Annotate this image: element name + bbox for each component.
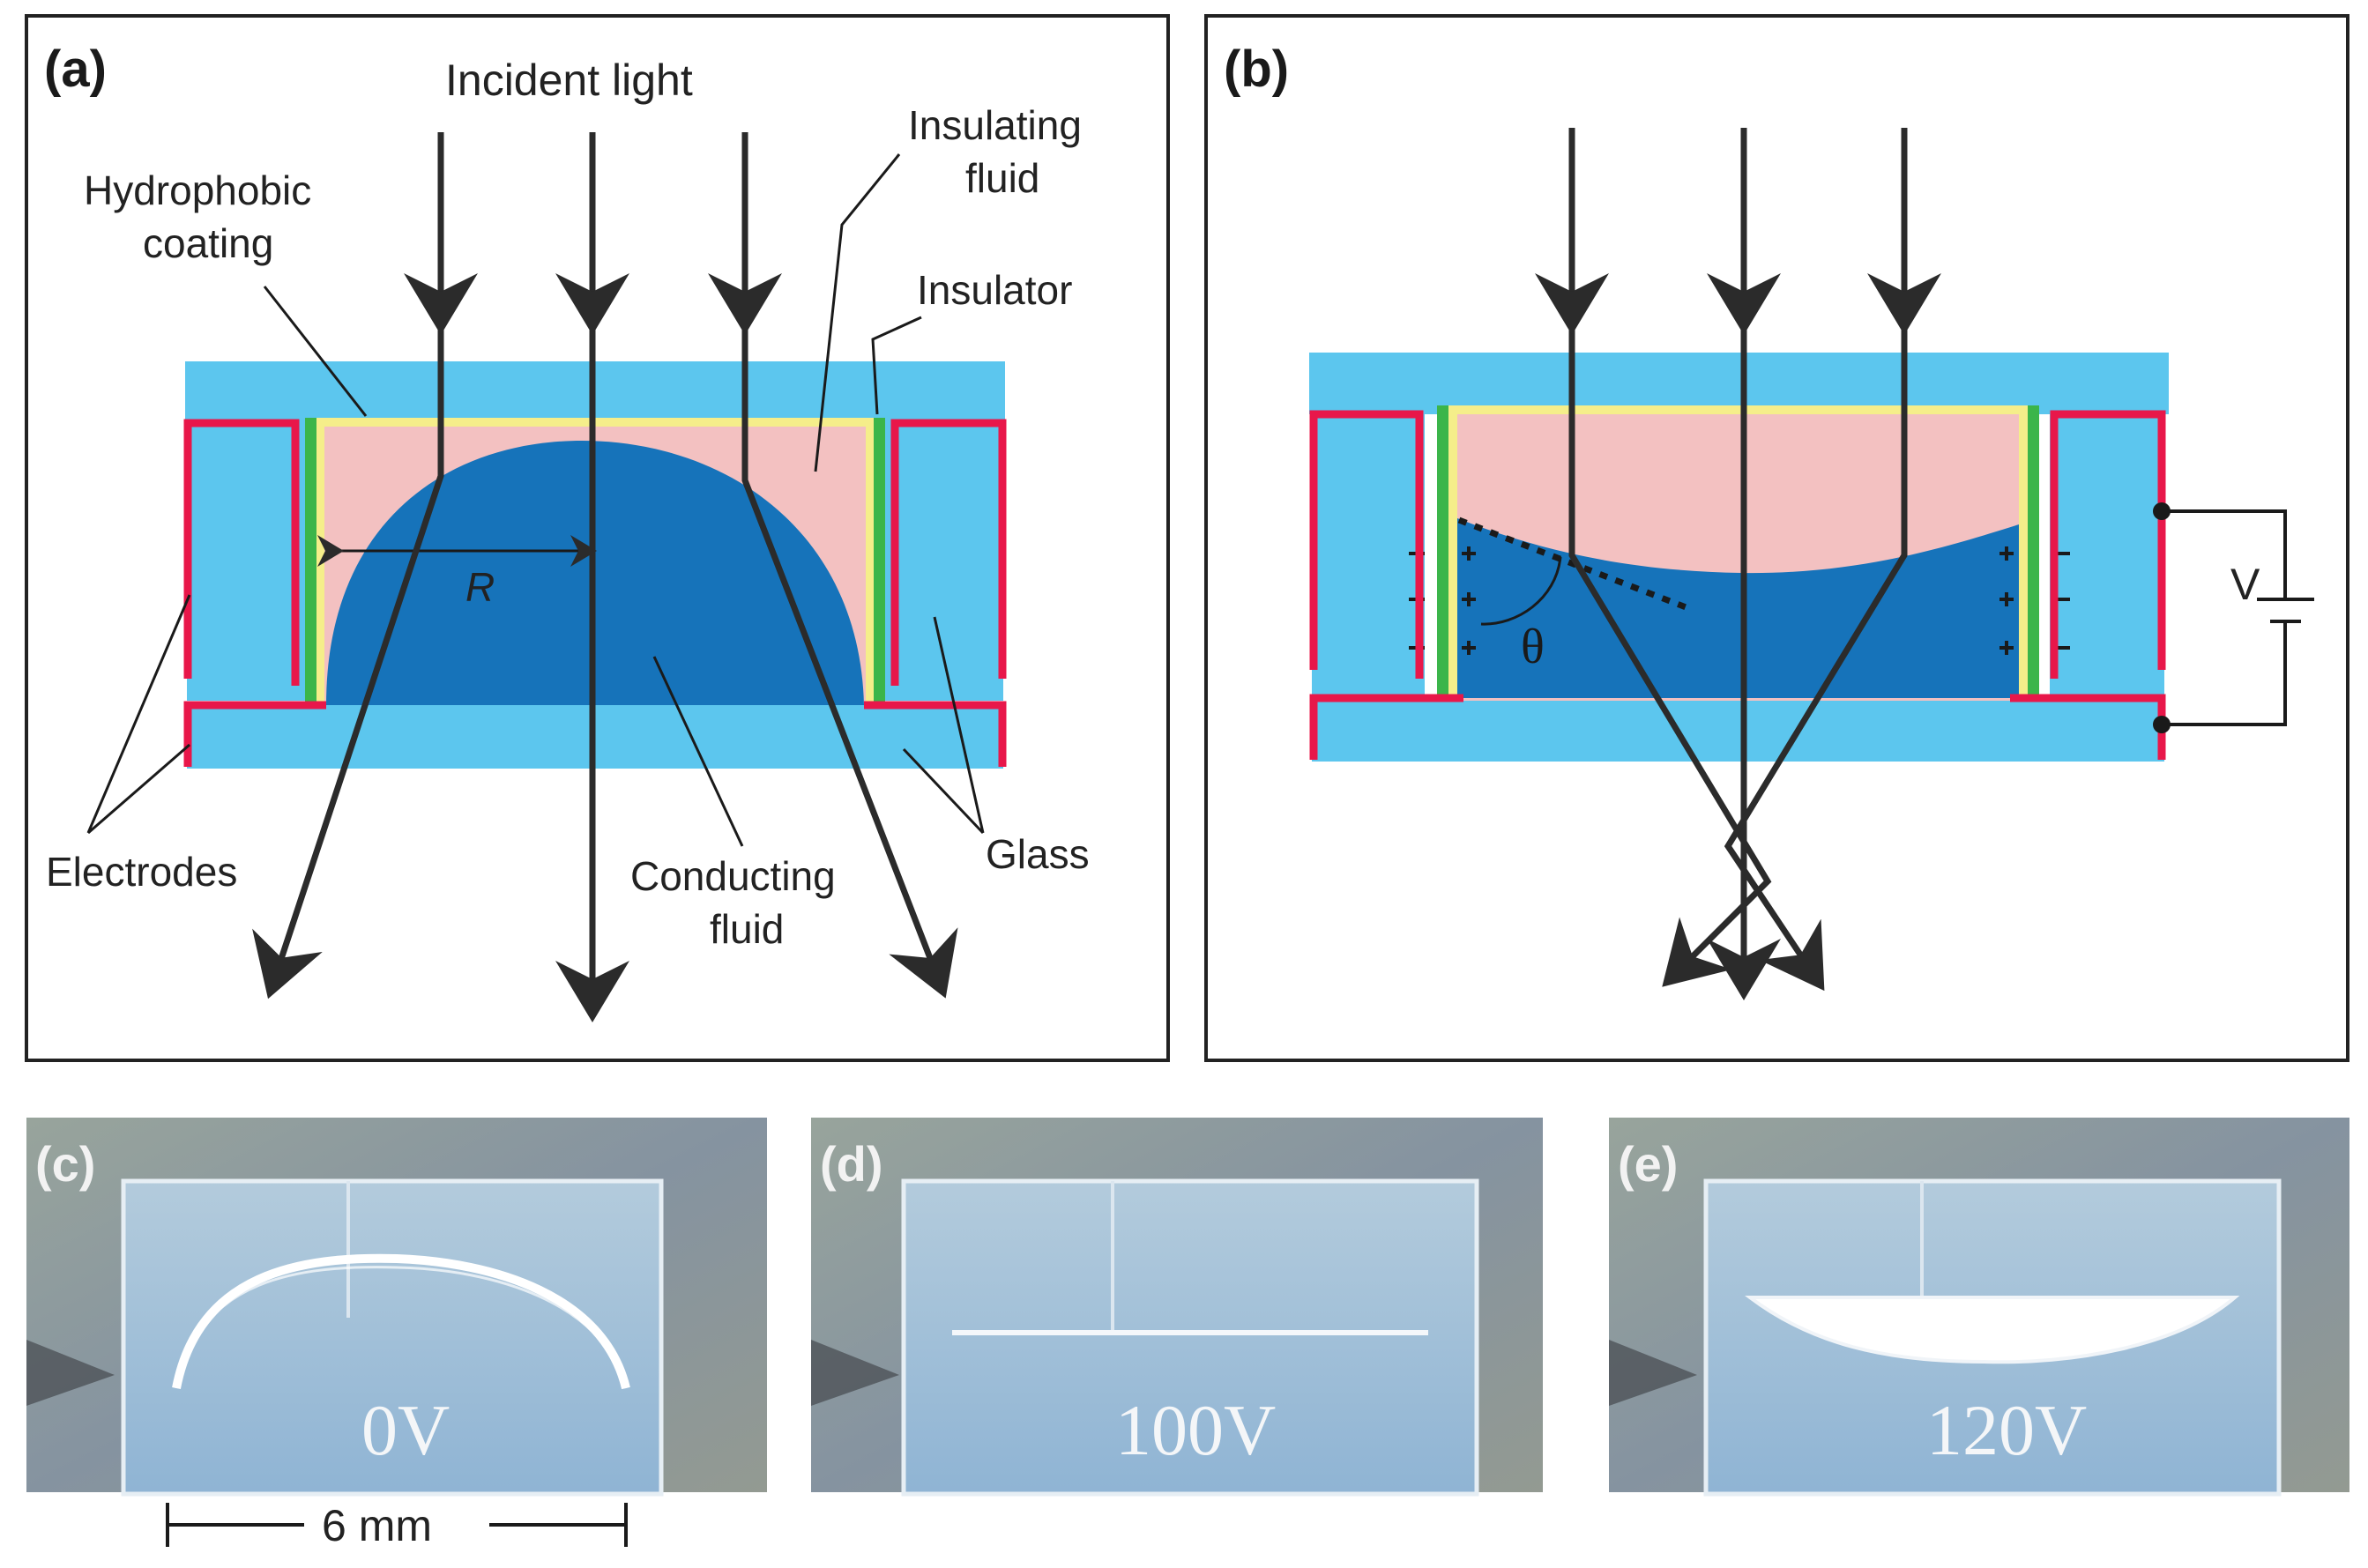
lens-meniscus [172, 1253, 630, 1390]
glass-bottom [1312, 698, 2164, 762]
light-ray-right [1724, 128, 1908, 992]
hydrophobic-label-2: coating [143, 220, 273, 266]
incident-light-label: Incident light [445, 56, 693, 105]
insulator-left [1437, 405, 1448, 696]
photo-c: (c) 0V [26, 1118, 767, 1497]
electrode-right-lower [2010, 694, 2166, 760]
insulator-label: Insulator [917, 267, 1072, 313]
cuvette [901, 1178, 1479, 1497]
insulating-fluid-label-1: Insulating [908, 102, 1082, 148]
coating-top [1437, 405, 2037, 414]
insulator-right [2028, 405, 2039, 696]
glass-label: Glass [986, 831, 1090, 877]
voltage-label: V [2230, 560, 2260, 609]
panel-a-label: (a) [44, 41, 107, 98]
light-ray-left [1568, 128, 1772, 987]
glass-left-wall [187, 414, 310, 701]
photo-c-label: (c) [35, 1136, 95, 1192]
glass-top [1309, 353, 2169, 414]
leader-electrodes-2 [87, 743, 190, 835]
coating-left [316, 418, 324, 705]
leader-glass-2 [902, 747, 985, 835]
insulating-fluid-label-2: fluid [965, 155, 1039, 201]
voltage-source [2153, 502, 2314, 733]
conducting-fluid-label-2: fluid [710, 906, 784, 952]
leader-conducting-fluid [652, 656, 744, 847]
coating-right [2019, 405, 2028, 696]
electrode-left-upper [183, 419, 300, 686]
photo-c-voltage: 0V [361, 1390, 450, 1470]
electrode-left-upper [1309, 410, 1424, 679]
theta-label: θ [1521, 620, 1545, 674]
leader-insulating-fluid [814, 153, 901, 472]
insulator-right [874, 418, 885, 705]
scale-bar: 6 mm [166, 1501, 628, 1550]
scale-bar-label: 6 mm [322, 1501, 432, 1550]
electrode-right-upper [890, 419, 1007, 686]
conducting-fluid-label-1: Conducting [630, 853, 836, 899]
coating-left [1448, 405, 1457, 696]
lens-meniscus [1745, 1296, 2240, 1364]
hydrophobic-label-1: Hydrophobic [84, 167, 311, 213]
leader-coating [263, 286, 368, 417]
glass-left-wall [1312, 405, 1425, 696]
glass-right-wall [2050, 405, 2164, 696]
photo-d-voltage: 100V [1115, 1390, 1276, 1470]
photo-e-label: (e) [1618, 1136, 1678, 1192]
leader-glass-1 [933, 616, 985, 834]
photo-d-label: (d) [820, 1136, 883, 1192]
cuvette [121, 1178, 664, 1497]
radius-label: R [465, 564, 495, 610]
leader-insulator [871, 316, 922, 415]
leader-electrodes-1 [86, 594, 191, 834]
conducting-fluid [1457, 518, 2019, 698]
coating-right [866, 418, 875, 705]
photo-e: (e) 120V [1609, 1118, 2349, 1497]
photo-e-voltage: 120V [1926, 1390, 2087, 1470]
electrode-right-lower [864, 701, 1007, 767]
panel-b-label: (b) [1224, 41, 1289, 98]
contact-angle-arc [1480, 556, 1562, 626]
electrodes-label: Electrodes [46, 849, 237, 895]
insulator-left [305, 418, 316, 705]
electrode-left-lower [1309, 694, 1463, 760]
electrode-right-upper [2050, 410, 2166, 679]
panel-a: (a) R [25, 14, 1170, 1062]
photo-d: (d) 100V [811, 1118, 1543, 1497]
panel-b: (b) θ [1204, 14, 2349, 1062]
